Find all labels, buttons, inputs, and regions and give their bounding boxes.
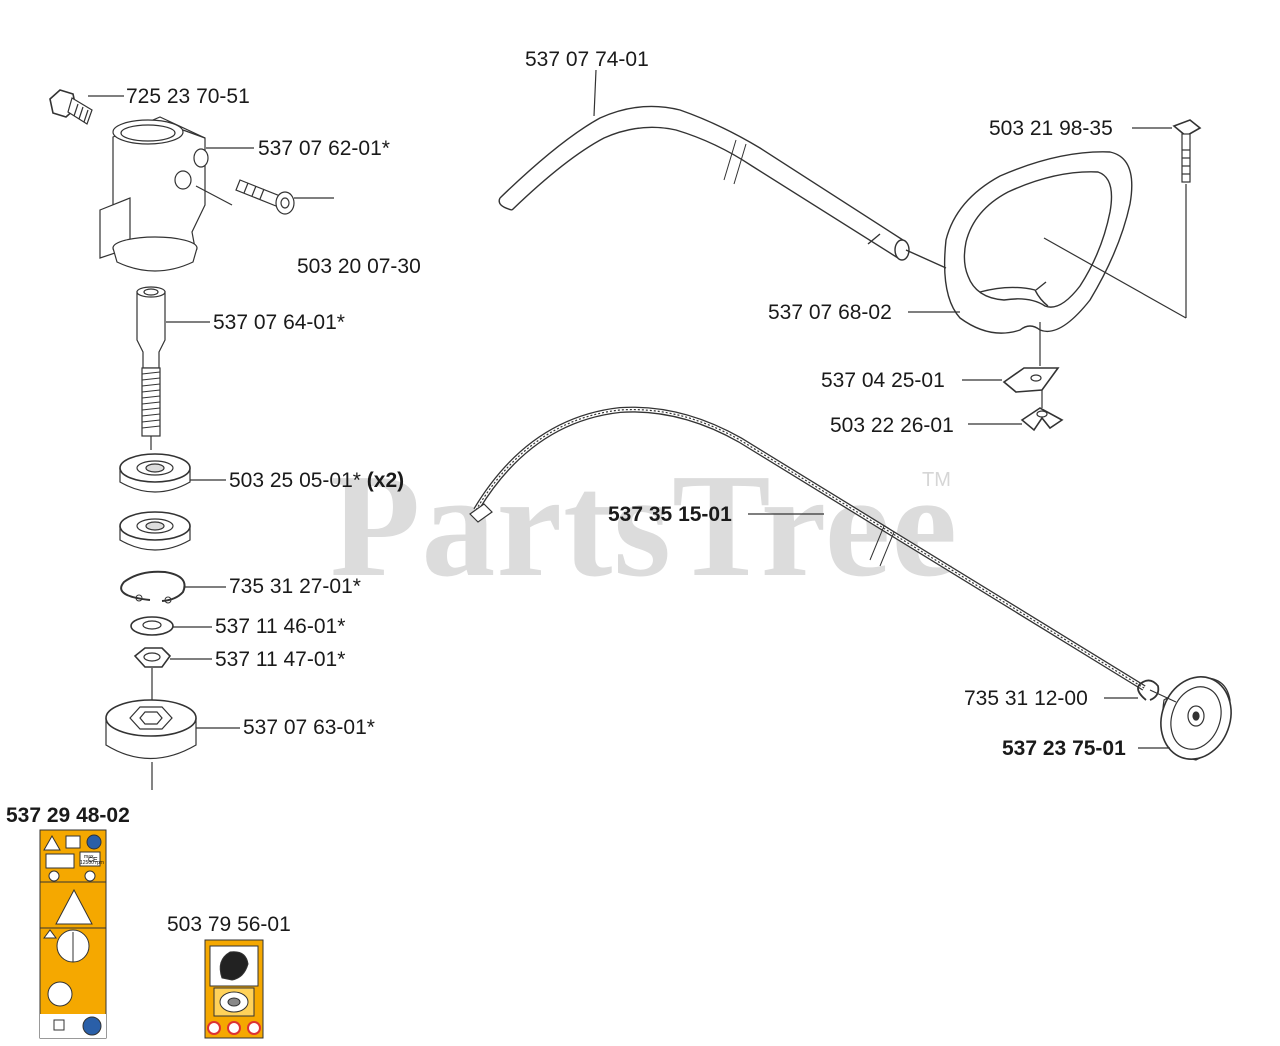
shaft-drawing [136, 286, 166, 450]
label-shaft: 537 07 64-01* [213, 311, 345, 334]
bolt-drawing [49, 89, 93, 125]
label-bearing-qty: (x2) [366, 469, 405, 492]
label-handle: 537 07 68-02 [768, 301, 892, 324]
label-retaining-clip: 735 31 12-00 [964, 687, 1088, 710]
watermark-trademark: TM [922, 469, 951, 491]
label-wing-nut: 503 22 26-01 [830, 414, 954, 437]
label-tube: 537 07 74-01 [525, 48, 649, 71]
tube-drawing [498, 105, 910, 261]
label-bearing-number: 503 25 05-01* [229, 469, 361, 492]
label-nut: 537 11 47-01* [215, 648, 346, 671]
watermark-text: PartsTree [330, 444, 959, 608]
decal-small-drawing [204, 939, 264, 1039]
circlip-drawing [120, 570, 186, 604]
label-bolt: 725 23 70-51 [126, 85, 250, 108]
bearing-upper-drawing [119, 453, 191, 493]
drive-disc-drawing [105, 668, 197, 790]
washer-drawing [130, 616, 174, 636]
gear-housing-drawing [99, 116, 233, 272]
label-washer: 537 11 46-01* [215, 615, 346, 638]
clamp-screw-drawing [235, 179, 295, 215]
label-drive-cable: 537 35 15-01 [608, 503, 732, 526]
decal-rpm-text: 12500 rpm [80, 860, 104, 866]
label-handle-bracket: 537 04 25-01 [821, 369, 945, 392]
retaining-clip-drawing [1137, 679, 1160, 701]
handle-bracket-drawing [1002, 322, 1060, 393]
label-bearing: 503 25 05-01* (x2) [229, 470, 404, 491]
wing-nut-drawing [1020, 390, 1064, 432]
label-clutch-drum: 537 23 75-01 [1002, 737, 1126, 760]
decal-max-text: max [84, 854, 94, 860]
label-decal-main: 537 29 48-02 [6, 804, 130, 827]
handle-drawing [905, 151, 1133, 334]
label-handle-bolt: 503 21 98-35 [989, 117, 1113, 140]
label-clamp-screw: 537 07 62-01* [258, 137, 390, 160]
label-gear-housing: 503 20 07-30 [297, 255, 421, 278]
label-decal-small: 503 79 56-01 [167, 913, 291, 936]
label-drive-disc: 537 07 63-01* [243, 716, 375, 739]
nut-drawing [133, 647, 172, 668]
label-circlip: 735 31 27-01* [229, 575, 361, 598]
decal-ce-text: CE [88, 857, 98, 864]
handle-bolt-drawing [1043, 119, 1202, 319]
bearing-lower-drawing [119, 511, 191, 551]
drive-cable-drawing [469, 406, 1146, 691]
clutch-drum-drawing [1149, 676, 1232, 761]
decal-main-drawing [39, 829, 107, 1039]
